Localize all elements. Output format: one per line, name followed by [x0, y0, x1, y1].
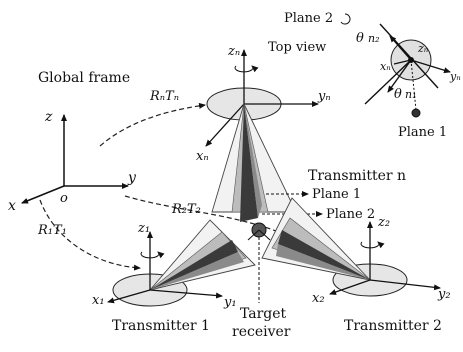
- transmitter-1-x1-label: x₁: [92, 293, 105, 308]
- top-view-plane-2-label: Plane 2: [284, 11, 333, 26]
- transmitter-1-z1-label: z₁: [137, 221, 150, 236]
- transmitter-2-y2-axis: [369, 279, 441, 291]
- plane-2-pointer-label: Plane 2: [326, 207, 375, 222]
- top-view-theta-bottom: θ: [394, 87, 402, 102]
- transmitter-2-label: Transmitter 2: [344, 318, 442, 334]
- target-receiver: Target receiver: [232, 222, 291, 340]
- top-view-yn-label: yₙ: [449, 70, 461, 83]
- transmitter-1-x1-axis: [107, 289, 151, 304]
- global-frame-label: Global frame: [38, 70, 130, 86]
- transmitter-n-yn-label: yₙ: [317, 89, 331, 104]
- transmitter-2-rotation-icon: [360, 241, 385, 249]
- transmitter-n-plane-2: [244, 104, 262, 218]
- global-frame: z y x o Global frame: [8, 70, 137, 214]
- transmitter-1-y1-axis: [149, 289, 223, 299]
- top-view-rotation-icon: [340, 13, 351, 25]
- global-origin-label: o: [60, 191, 68, 206]
- global-x-label: x: [8, 198, 16, 214]
- target-receiver-label-line2: receiver: [232, 324, 291, 340]
- top-view-label: Top view: [268, 40, 326, 55]
- transmitter-n-label: Transmitter n: [308, 168, 406, 184]
- top-view-n2-label: n₂: [368, 32, 380, 45]
- top-view-inset: Top view Plane 2 Plane 1 θ n₂ zₙ xₙ yₙ θ…: [268, 11, 461, 140]
- transmitter-1-plane-2: [150, 252, 244, 290]
- transform-arrows: [39, 102, 321, 271]
- transmitter-2-plane-2: [276, 244, 370, 280]
- top-view-theta-top: θ: [356, 31, 364, 46]
- top-view-yn-axis: [410, 59, 451, 74]
- top-view-plane-2-line: [379, 23, 439, 89]
- plane-pointers: Plane 1 Plane 2: [262, 187, 375, 222]
- top-view-xn-axis: [393, 59, 412, 65]
- transmitter-2-plane-1: [278, 230, 370, 280]
- transmitter-2-y2-label: y₂: [437, 287, 451, 302]
- transmitter-1-plane-1: [150, 240, 238, 290]
- transform-arrow-2: [124, 195, 321, 256]
- transmitter-n-xn-axis: [205, 103, 245, 147]
- transmitter-n-rotation-icon: [234, 65, 259, 73]
- top-view-plane-1-dotted: [410, 59, 417, 111]
- transmitter-1: z₁ y₁ x₁ Transmitter 1: [92, 219, 256, 334]
- global-x-axis: [21, 185, 65, 204]
- transmitter-2: z₂ y₂ x₂ Transmitter 2: [261, 197, 451, 334]
- transform-r2-label: R₂T₂: [171, 202, 201, 217]
- transform-arrow-n: [99, 102, 206, 147]
- transmitter-n-label-text: Transmitter n: [308, 168, 406, 184]
- transform-rn-label: RₙTₙ: [149, 89, 179, 104]
- plane-1-pointer-label: Plane 1: [312, 187, 361, 202]
- transmitter-n-plane-1: [240, 104, 258, 222]
- global-z-label: z: [44, 109, 53, 125]
- transmitter-2-z2-label: z₂: [377, 215, 390, 230]
- target-receiver-yaxis: [258, 229, 271, 241]
- transform-r1-label: R₁T₁: [37, 223, 67, 238]
- top-view-xn-label: xₙ: [380, 60, 391, 73]
- transmitter-n-xn-label: xₙ: [196, 149, 209, 164]
- transmitter-1-rotation-icon: [140, 251, 165, 259]
- target-receiver-xaxis: [247, 229, 260, 241]
- transform-arrow-1: [39, 199, 141, 271]
- top-view-plane-1-label: Plane 1: [398, 125, 447, 140]
- global-y-label: y: [127, 170, 137, 186]
- transmitter-n: zₙ yₙ xₙ: [196, 44, 331, 222]
- transmitter-2-x2-axis: [329, 279, 371, 295]
- top-view-n1-label: n₁: [405, 88, 417, 101]
- transmitter-2-x2-label: x₂: [312, 291, 325, 306]
- transmitter-n-zn-label: zₙ: [227, 44, 240, 59]
- top-view-zn-label: zₙ: [417, 42, 428, 55]
- top-view-n1-arrow: [387, 59, 412, 93]
- transmitter-1-label: Transmitter 1: [112, 318, 210, 334]
- transmitter-1-y1-label: y₁: [223, 295, 237, 310]
- top-view-n2-arrow: [389, 35, 412, 61]
- top-view-plane-1-line: [364, 59, 412, 105]
- top-view-plane-1-marker: [411, 108, 421, 118]
- target-receiver-label-line1: Target: [240, 306, 287, 322]
